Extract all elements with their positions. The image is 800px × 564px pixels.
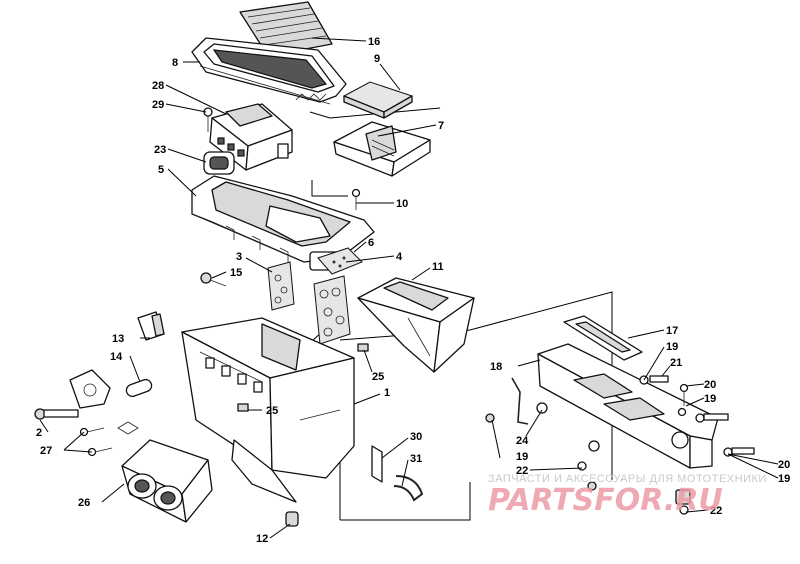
callout-4: 4 (396, 251, 403, 263)
callout-31: 31 (410, 453, 422, 465)
sensor-bracket (69, 369, 111, 409)
callout-26: 26 (78, 497, 90, 509)
callout-2: 2 (36, 427, 42, 439)
watermark: ЗАПЧАСТИ И АКСЕССУАРЫ ДЛЯ МОТОТЕХНИКИ PA… (488, 473, 767, 518)
callout-3: 3 (236, 251, 242, 263)
part-2-bolt (34, 408, 79, 420)
callout-19-a: 19 (666, 341, 678, 353)
watermark-tagline: ЗАПЧАСТИ И АКСЕССУАРЫ ДЛЯ МОТОТЕХНИКИ (488, 473, 767, 485)
callout-22-b: 22 (710, 505, 722, 517)
part-8-airbox-lid (191, 37, 347, 105)
part-4-foam-pad (313, 275, 351, 345)
part-13-clip (137, 311, 165, 341)
part-28-control-module (209, 103, 293, 171)
part-25-fasteners (237, 343, 369, 412)
part-11-air-duct (357, 277, 475, 373)
callout-1: 1 (384, 387, 390, 399)
callout-11: 11 (432, 261, 444, 273)
part-24-rod (511, 377, 529, 425)
part-17-gasket (563, 315, 643, 361)
part-26-intake-silencer (121, 439, 213, 523)
callout-17: 17 (666, 325, 678, 337)
callout-19-c: 19 (516, 451, 528, 463)
part-27-screws (79, 421, 139, 457)
callout-8: 8 (172, 57, 178, 69)
hardware-washers-nuts (485, 375, 755, 515)
callout-19-b: 19 (704, 393, 716, 405)
part-23-grommet (203, 151, 235, 175)
part-30-rod (371, 445, 383, 483)
callout-25-upper: 25 (372, 371, 384, 383)
watermark-logo: PARTSFOR.RU (488, 483, 723, 518)
callout-7: 7 (438, 120, 444, 132)
callout-29: 29 (152, 99, 164, 111)
part-9-foam-pad (342, 81, 414, 119)
callout-18: 18 (490, 361, 502, 373)
part-15-bolt (200, 272, 227, 287)
callout-16: 16 (368, 36, 380, 48)
callout-19-d: 19 (778, 473, 790, 485)
callout-14: 14 (110, 351, 123, 363)
part-6-foam-block (317, 247, 363, 275)
part-18-frame-duct (537, 343, 719, 469)
callout-27: 27 (40, 445, 52, 457)
part-10-screw (351, 188, 361, 210)
callout-10: 10 (396, 198, 408, 210)
callout-21: 21 (670, 357, 682, 369)
part-7-intake-duct (333, 121, 431, 177)
callout-28: 28 (152, 80, 164, 92)
callout-30: 30 (410, 431, 422, 443)
part-1-airbox-housing (181, 317, 355, 503)
callout-9: 9 (374, 53, 380, 65)
callout-numbers: 16 8 9 28 29 7 23 5 10 6 4 3 15 11 13 14… (36, 36, 790, 545)
part-31-clip (393, 475, 424, 502)
callout-5: 5 (158, 164, 164, 176)
part-3-foam-pad (267, 261, 295, 311)
callout-12: 12 (256, 533, 268, 545)
callout-23: 23 (154, 144, 166, 156)
part-12-drain-cap (285, 511, 299, 527)
callout-13: 13 (112, 333, 124, 345)
part-14-cylinder (125, 378, 153, 398)
callout-22-a: 22 (516, 465, 528, 477)
callout-15: 15 (230, 267, 242, 279)
callout-6: 6 (368, 237, 374, 249)
leader-lines (39, 37, 779, 539)
callout-25-lower: 25 (266, 405, 278, 417)
callout-20-b: 20 (778, 459, 790, 471)
callout-20-a: 20 (704, 379, 716, 391)
part-16-label (239, 1, 333, 57)
callout-24: 24 (516, 435, 529, 447)
